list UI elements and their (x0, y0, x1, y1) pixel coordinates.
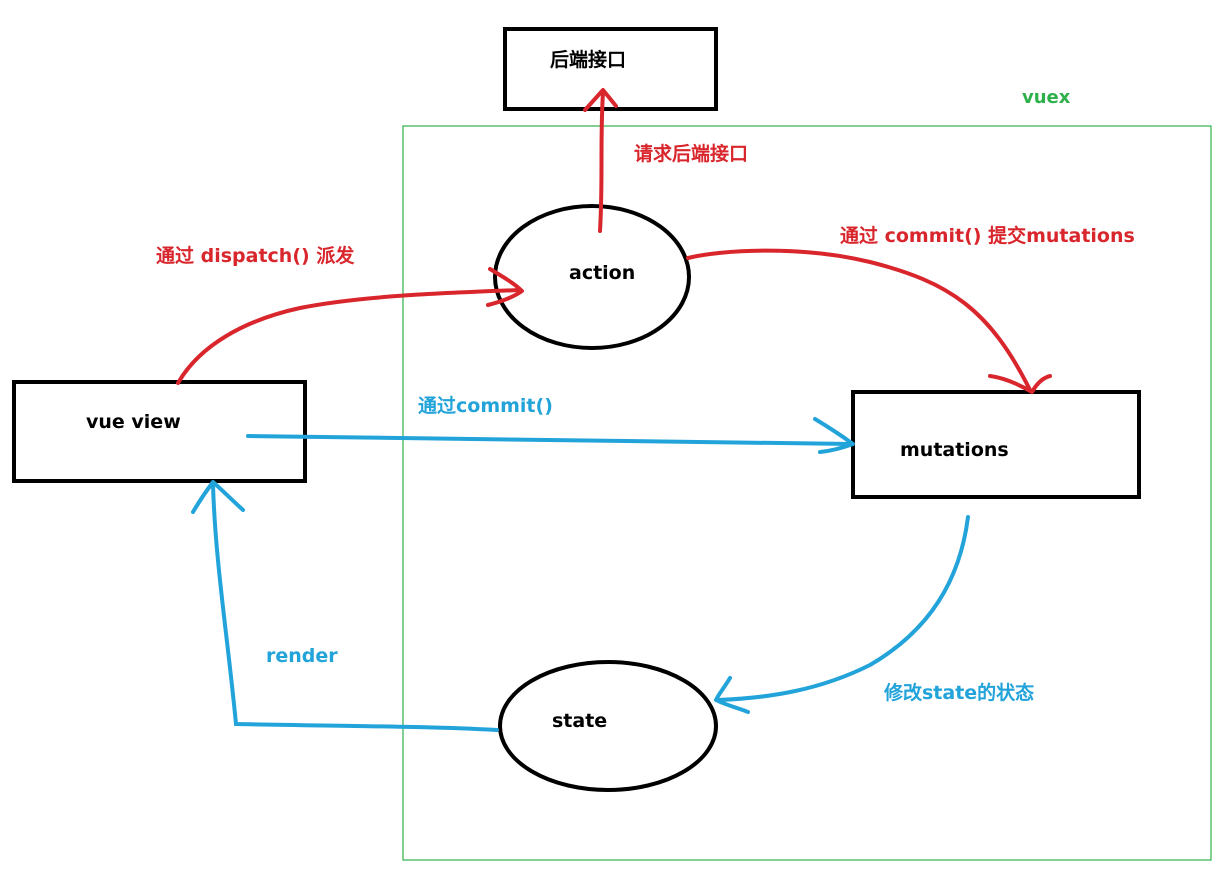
vue-view-label: vue view (86, 411, 181, 433)
vuex-label: vuex (1022, 87, 1071, 108)
mutations-label: mutations (900, 439, 1009, 461)
vuex-boundary (402, 125, 1212, 861)
request-backend-label: 请求后端接口 (634, 142, 748, 165)
commit-arrowhead (813, 417, 855, 454)
request-backend-arrowhead (583, 88, 618, 112)
commit-arrow (246, 434, 854, 446)
action-label: action (569, 262, 635, 284)
state-label: state (552, 710, 607, 732)
action-ellipse (493, 204, 691, 350)
modify-state-label: 修改state的状态 (883, 681, 1034, 704)
commit-label: 通过commit() (418, 395, 553, 417)
backend-label: 后端接口 (550, 48, 626, 71)
modify-state-arrowhead (714, 676, 750, 714)
commit-mutations-arrowhead (988, 374, 1052, 394)
commit-mutations-label: 通过 commit() 提交mutations (840, 224, 1135, 247)
commit-mutations-arrow (686, 248, 1032, 392)
dispatch-label: 通过 dispatch() 派发 (156, 244, 355, 267)
dispatch-arrow (176, 288, 522, 385)
render-arrowhead (191, 480, 245, 514)
request-backend-arrow (598, 90, 605, 233)
modify-state-arrow (716, 515, 970, 702)
dispatch-arrowhead (486, 267, 524, 307)
state-ellipse (498, 660, 718, 792)
render-arrow (211, 482, 499, 732)
render-label: render (266, 645, 338, 667)
mutations-box (851, 390, 1141, 499)
vue-view-box (12, 380, 307, 483)
backend-box (503, 27, 718, 111)
